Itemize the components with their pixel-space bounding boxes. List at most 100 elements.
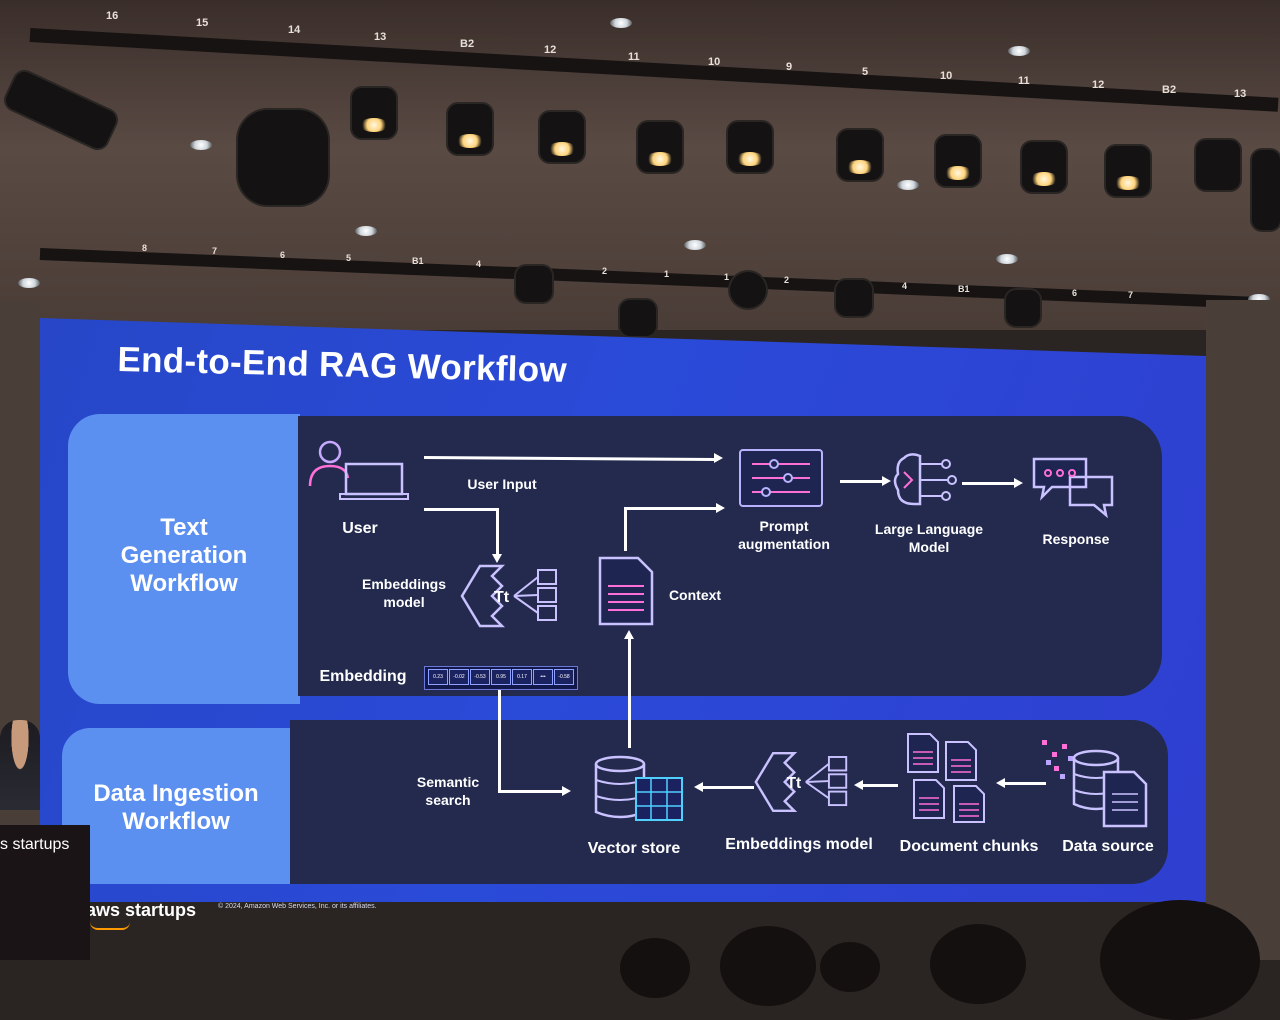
llm-brain-icon xyxy=(893,453,957,506)
prompt-to-llm-arrow xyxy=(840,480,884,483)
embeddings-model-icon: Tt xyxy=(460,564,557,628)
embedding-value-cell: ••• xyxy=(533,669,553,685)
truss-number: 6 xyxy=(280,250,286,260)
downlight xyxy=(18,278,40,288)
audience-head xyxy=(930,924,1026,1004)
audience-head xyxy=(820,942,880,992)
arrowhead-icon xyxy=(624,630,634,639)
truss-number: 13 xyxy=(1234,88,1247,100)
embedding-value-cell: 0.23 xyxy=(428,669,448,685)
data-source-icon xyxy=(1042,740,1148,828)
data-source-label: Data source xyxy=(1062,838,1154,855)
stage-lamp xyxy=(1006,290,1040,326)
arrowhead-icon xyxy=(714,453,723,463)
audience-head xyxy=(620,938,690,998)
truss-number: 14 xyxy=(288,24,301,36)
text-generation-panel-label xyxy=(68,414,300,704)
stage-lamp xyxy=(540,112,584,162)
truss-number: B1 xyxy=(412,256,424,266)
truss-number: 4 xyxy=(476,259,482,269)
truss-number: 5 xyxy=(346,253,352,263)
text-generation-panel xyxy=(298,416,1162,696)
truss-number: 10 xyxy=(708,56,721,68)
downlight xyxy=(355,226,377,236)
truss-number: 11 xyxy=(1018,75,1030,87)
stage-lamp xyxy=(838,130,882,180)
svg-text:Tt: Tt xyxy=(787,775,802,792)
response-label: Response xyxy=(1042,531,1110,547)
embedding-to-vector-arrow xyxy=(498,690,501,790)
embeddings-model-icon: Tt xyxy=(754,751,848,813)
context-document-icon xyxy=(598,556,654,626)
data-ingestion-panel xyxy=(290,720,1168,884)
source-to-chunks-arrow xyxy=(1004,782,1046,785)
embedding-label: Embedding xyxy=(319,668,407,685)
response-chat-icon xyxy=(1032,457,1114,519)
podium xyxy=(0,825,90,960)
arrowhead-icon xyxy=(1014,478,1023,488)
stage-lamp xyxy=(1196,140,1240,190)
stage-lamp xyxy=(728,122,772,172)
stage-lamp xyxy=(1022,142,1066,192)
prompt-augmentation-label: Prompt augmentation xyxy=(738,518,830,552)
stage-lamp xyxy=(638,122,682,172)
llm-label: Large Language Model xyxy=(874,521,984,555)
downlight xyxy=(897,180,919,190)
truss-number: 11 xyxy=(628,51,640,63)
truss-number: 12 xyxy=(1092,79,1105,91)
embeddings-model-top-label: Embeddings model xyxy=(361,576,446,610)
embedding-value-cell: -0.02 xyxy=(449,669,469,685)
embedding-value-cell: -0.53 xyxy=(470,669,490,685)
vector-to-context-arrow xyxy=(628,636,631,748)
stage-lamp xyxy=(936,136,980,186)
embeddings-model-bottom-label: Embeddings model xyxy=(725,836,873,853)
user-to-embeddings-arrow xyxy=(424,508,498,511)
truss-number: 7 xyxy=(1128,290,1134,300)
prompt-augmentation-icon xyxy=(739,449,823,507)
stage-lamp xyxy=(836,280,872,316)
arrowhead-icon xyxy=(492,554,502,563)
stage-lamp xyxy=(238,110,328,205)
copyright-text: © 2024, Amazon Web Services, Inc. or its… xyxy=(218,903,377,910)
downlight xyxy=(190,140,212,150)
user-label: User xyxy=(342,520,378,537)
stage-lamp xyxy=(1106,146,1150,196)
truss-number: 6 xyxy=(1072,288,1078,298)
downlight xyxy=(1248,294,1270,304)
embedding-value-cell: 0.17 xyxy=(512,669,532,685)
stage-lamp xyxy=(730,272,766,308)
downlight xyxy=(996,254,1018,264)
vector-store-label: Vector store xyxy=(587,840,681,857)
truss-number: 7 xyxy=(212,246,218,256)
truss-number: 16 xyxy=(106,10,119,22)
downlight xyxy=(610,18,632,28)
audience-head xyxy=(720,926,816,1006)
truss-number: 12 xyxy=(544,44,557,56)
truss-number: 1 xyxy=(664,269,670,279)
data-ingestion-panel-label xyxy=(62,728,292,884)
arrowhead-icon xyxy=(716,503,725,513)
truss-number: 8 xyxy=(142,243,148,253)
data-ingestion-label: Data Ingestion Workflow xyxy=(93,780,259,835)
truss-number: 15 xyxy=(196,17,209,29)
truss-number: 2 xyxy=(784,275,790,285)
semantic-search-label: Semantic search xyxy=(416,774,480,808)
stage-lamp xyxy=(1252,150,1280,230)
audience-head xyxy=(1100,900,1260,1020)
downlight xyxy=(1008,46,1030,56)
document-chunks-icon xyxy=(907,733,985,823)
truss-number: B2 xyxy=(1162,84,1177,96)
text-generation-label: Text Generation Workflow xyxy=(120,514,248,597)
context-to-prompt-arrow-h xyxy=(624,507,718,510)
downlight xyxy=(684,240,706,250)
stage-lamp xyxy=(516,266,552,302)
context-label: Context xyxy=(668,587,722,603)
arrowhead-icon xyxy=(996,778,1005,788)
stage-lamp xyxy=(448,104,492,154)
arrowhead-icon xyxy=(854,780,863,790)
speaker xyxy=(0,720,40,810)
truss-number: 2 xyxy=(602,266,608,276)
llm-to-response-arrow xyxy=(962,482,1016,485)
stage-lamp xyxy=(620,300,656,336)
